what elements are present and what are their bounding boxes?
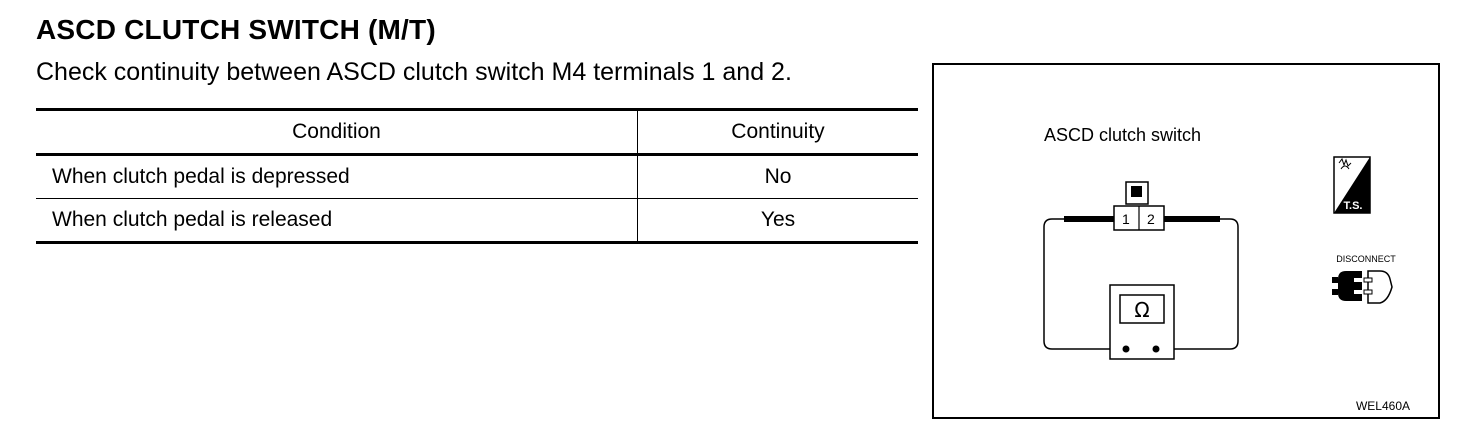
figure-reference-code: WEL460A [1355,399,1410,413]
disconnect-label: DISCONNECT [1336,254,1396,264]
table-header-row: Condition Continuity [36,108,918,156]
ohmmeter-icon [1109,284,1175,360]
table-row: When clutch pedal is released Yes [36,198,918,244]
circuit-diagram: 1 2 Ω T.S. DISCONNECT [1043,156,1396,360]
instruction-text: Check continuity between ASCD clutch swi… [36,58,792,86]
ts-badge-text: T.S. [1344,200,1363,212]
continuity-cell: Yes [637,198,918,244]
header-condition: Condition [36,108,638,156]
terminal-1-label: 1 [1122,211,1130,227]
condition-cell: When clutch pedal is depressed [36,154,638,199]
ts-badge-icon [1333,156,1371,214]
figure-label: ASCD clutch switch [1044,125,1202,145]
disconnect-connector-icon [1332,270,1393,304]
wiring-figure: ASCD clutch switch 1 2 Ω T.S [932,63,1440,419]
switch-plunger [1131,186,1142,197]
lead-right [1156,218,1239,350]
page-title: ASCD CLUTCH SWITCH (M/T) [36,14,436,45]
lead-left [1043,218,1126,350]
terminal-2-label: 2 [1147,211,1155,227]
ohm-symbol: Ω [1134,298,1149,322]
switch-housing [1125,181,1149,205]
continuity-table: Condition Continuity When clutch pedal i… [36,108,918,244]
continuity-cell: No [637,154,918,199]
header-continuity: Continuity [637,108,918,156]
condition-cell: When clutch pedal is released [36,198,638,244]
table-row: When clutch pedal is depressed No [36,154,918,199]
